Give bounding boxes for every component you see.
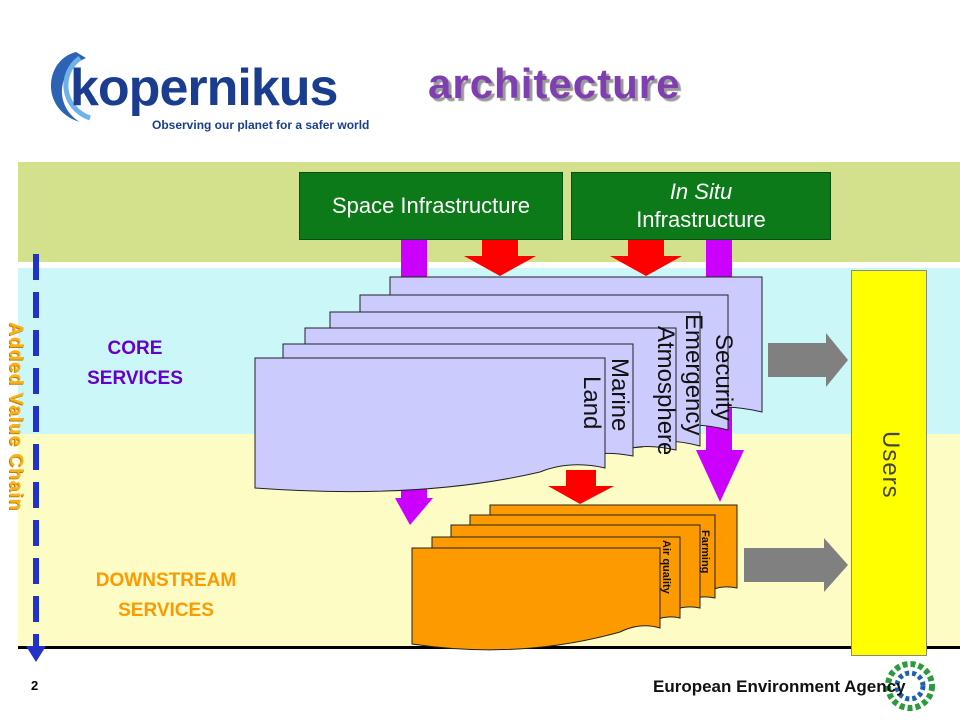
added-value-chain-arrow — [26, 254, 46, 662]
downstream-card-front — [411, 547, 661, 651]
core-service-land: Land — [578, 376, 605, 430]
core-services-label-line1: CORE — [107, 338, 163, 359]
downstream-services-label-line1: DOWNSTREAM — [95, 570, 237, 591]
eea-logo-icon — [885, 661, 935, 711]
space-infrastructure-box: Space Infrastructure — [299, 172, 563, 240]
downstream-service-farming: Farming — [699, 530, 711, 574]
in-situ-label-line2: Infrastructure — [636, 207, 766, 232]
grey-arrow-downstream-users — [744, 538, 848, 592]
logo-tagline: Observing our planet for a safer world — [152, 118, 370, 132]
users-box: Users — [851, 270, 927, 656]
logo-wordmark: kopernikus — [70, 59, 338, 117]
core-service-emergency: Emergency — [680, 314, 707, 436]
downstream-services-label: DOWNSTREAM SERVICES — [56, 566, 276, 626]
core-service-atmosphere: Atmosphere — [652, 326, 679, 454]
logo-swoosh-icon — [51, 52, 91, 122]
core-service-security: Security — [710, 334, 737, 421]
in-situ-infrastructure-box: In Situ Infrastructure — [571, 172, 831, 240]
downstream-service-air-quality: Air quality — [660, 540, 672, 594]
red-arrow-insitu — [610, 238, 682, 276]
red-arrow-space — [464, 238, 536, 276]
eea-wordmark: European Environment Agency — [653, 677, 906, 696]
slide-title: architecture — [428, 60, 681, 107]
kopernikus-logo — [36, 44, 396, 136]
space-infrastructure-label: Space Infrastructure — [331, 193, 531, 218]
page-number: 2 — [31, 678, 39, 693]
grey-arrow-core-users — [768, 333, 848, 387]
downstream-services-label-line2: SERVICES — [118, 600, 214, 621]
downstream-service-cards — [411, 504, 738, 651]
users-label: Users — [877, 431, 904, 499]
core-services-label: CORE SERVICES — [60, 334, 210, 394]
core-service-cards — [254, 276, 763, 493]
red-arrow-core-downstream — [548, 470, 614, 504]
added-value-chain-label: Added Value Chain — [5, 322, 26, 512]
core-service-marine: Marine — [606, 358, 633, 432]
core-card-land — [254, 357, 606, 493]
in-situ-label-line1: In Situ — [669, 179, 733, 204]
core-services-label-line2: SERVICES — [87, 368, 183, 389]
